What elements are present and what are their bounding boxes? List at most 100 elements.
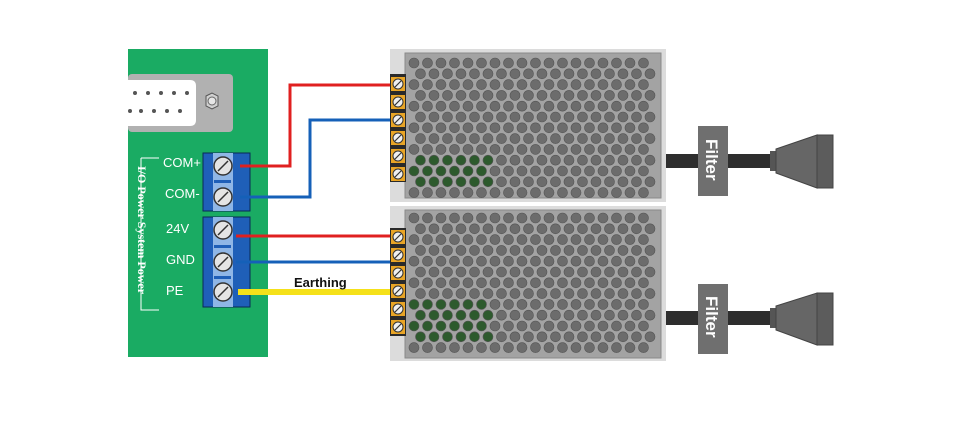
vent-hole	[503, 234, 514, 245]
vent-hole	[523, 288, 534, 299]
vent-hole	[523, 223, 534, 235]
vent-hole	[516, 144, 528, 155]
vent-hole	[428, 223, 440, 235]
vent-hole	[536, 223, 548, 235]
vent-hole	[584, 122, 595, 134]
vent-hole	[557, 122, 568, 134]
vent-hole	[530, 299, 541, 310]
vent-hole	[536, 133, 548, 144]
vent-hole	[604, 266, 615, 278]
vent-hole	[408, 100, 420, 112]
vent-hole	[543, 342, 555, 353]
vent-hole	[584, 320, 595, 332]
vent-hole	[503, 57, 514, 69]
vent-hole	[503, 144, 514, 155]
vent-hole	[584, 144, 595, 155]
vent-hole	[631, 176, 642, 188]
vent-hole	[489, 100, 501, 112]
vent-hole	[455, 309, 467, 321]
vent-hole	[476, 212, 487, 224]
vent-hole	[496, 309, 507, 321]
vent-hole	[550, 68, 561, 80]
vent-hole	[482, 288, 494, 299]
vent-hole	[557, 57, 568, 69]
vent-hole	[449, 299, 460, 310]
vent-hole	[509, 223, 521, 235]
vent-hole	[503, 187, 514, 198]
vent-hole	[496, 90, 507, 101]
vent-hole	[496, 111, 507, 123]
vent-hole	[536, 331, 548, 343]
psu-terminals	[391, 230, 405, 334]
vent-hole	[476, 342, 487, 353]
vent-hole	[523, 154, 534, 166]
vent-hole	[557, 165, 568, 177]
vent-hole	[509, 154, 521, 166]
vent-hole	[611, 277, 622, 289]
vent-hole	[604, 90, 615, 101]
vent-hole	[550, 309, 561, 321]
vent-hole	[550, 288, 561, 299]
vent-hole	[584, 255, 595, 267]
vent-hole	[631, 133, 642, 144]
vent-hole	[577, 111, 588, 123]
vent-hole	[523, 111, 534, 123]
vent-hole	[590, 309, 602, 321]
vent-hole	[435, 79, 447, 90]
vent-hole	[509, 288, 521, 299]
vent-hole	[611, 100, 622, 112]
vent-hole	[455, 90, 467, 101]
psu-terminal	[391, 167, 405, 181]
vent-hole	[550, 111, 561, 123]
vent-hole	[584, 79, 595, 90]
vent-hole	[604, 176, 615, 188]
terminal-label-pe: PE	[166, 283, 184, 298]
vent-hole	[422, 122, 433, 134]
vent-hole	[469, 331, 480, 343]
vent-hole	[577, 176, 588, 188]
vent-hole	[597, 144, 609, 155]
vent-hole	[617, 68, 629, 80]
vent-hole	[611, 212, 622, 224]
vent-hole	[590, 223, 602, 235]
vent-hole	[476, 320, 487, 332]
vent-hole	[557, 342, 568, 353]
vent-hole	[631, 111, 642, 123]
vent-hole	[469, 266, 480, 278]
vent-hole	[644, 309, 656, 321]
vent-hole	[530, 79, 541, 90]
vent-hole	[469, 245, 480, 256]
vent-hole	[570, 212, 582, 224]
vent-hole	[523, 309, 534, 321]
vent-hole	[543, 79, 555, 90]
vent-hole	[597, 100, 609, 112]
vent-hole	[489, 234, 501, 245]
vent-hole	[442, 266, 453, 278]
vent-hole	[631, 309, 642, 321]
vent-hole	[408, 122, 420, 134]
vent-hole	[570, 187, 582, 198]
vent-hole	[543, 187, 555, 198]
vent-hole	[530, 144, 541, 155]
vent-hole	[530, 212, 541, 224]
vent-hole	[530, 122, 541, 134]
vent-hole	[435, 212, 447, 224]
vent-hole	[530, 57, 541, 69]
vent-hole	[449, 342, 460, 353]
power-supply-2	[390, 206, 666, 361]
wire-blue-com-minus	[240, 118, 395, 199]
vent-hole	[590, 111, 602, 123]
vent-hole	[503, 100, 514, 112]
vent-hole	[509, 245, 521, 256]
vent-hole	[449, 234, 460, 245]
vent-hole	[624, 255, 636, 267]
vent-hole	[449, 277, 460, 289]
vent-hole	[590, 266, 602, 278]
vent-hole	[435, 320, 447, 332]
vent-hole	[516, 57, 528, 69]
filter-label-2: Filter	[702, 296, 721, 338]
vent-hole	[462, 342, 474, 353]
vent-hole	[489, 342, 501, 353]
vent-hole	[550, 331, 561, 343]
vent-hole	[489, 122, 501, 134]
